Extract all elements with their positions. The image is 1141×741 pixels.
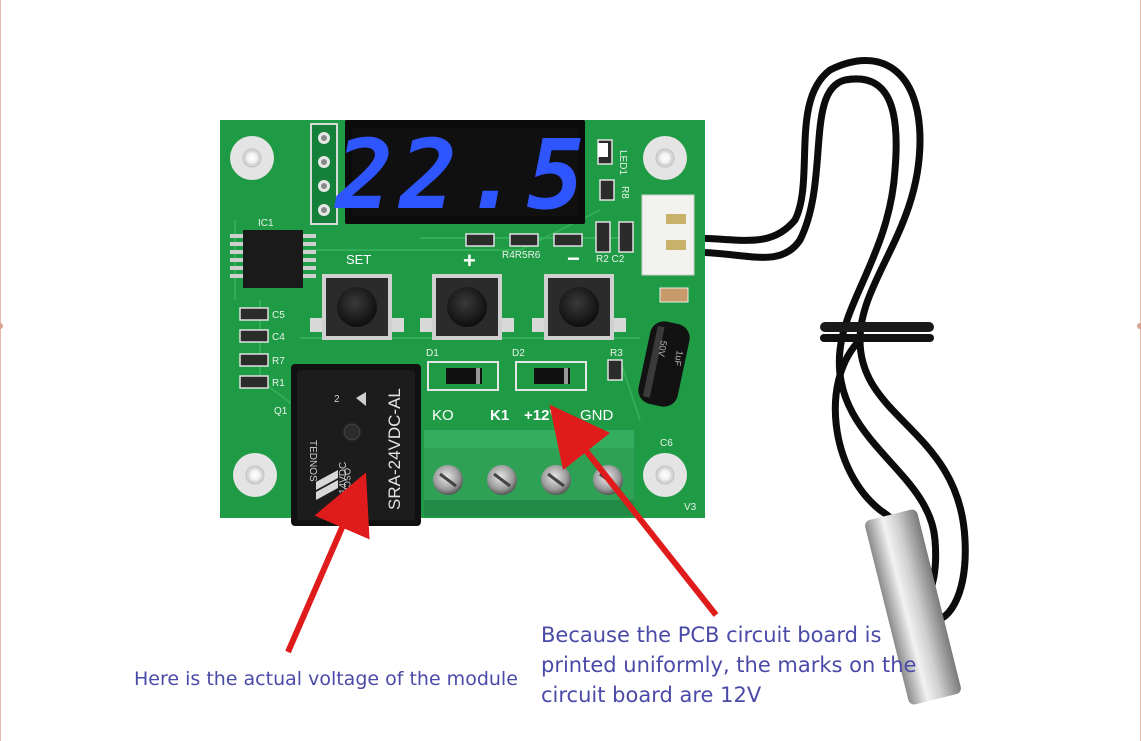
minus-button-label: − (567, 246, 580, 271)
mounting-hole-tr (643, 136, 687, 180)
mounting-hole-bl (233, 453, 277, 497)
cable-wire-a (686, 57, 969, 625)
label-r7: R7 (272, 356, 285, 367)
mounting-hole-tl (230, 136, 274, 180)
label-c6: C6 (660, 438, 673, 449)
label-led: LED1 (617, 150, 628, 175)
pcb-board: 22.5 IC1 (220, 119, 705, 526)
buttons: SET + − (310, 246, 626, 340)
label-r4r5r6: R4R5R6 (502, 250, 541, 261)
annotation-left-text: Here is the actual voltage of the module (134, 668, 518, 690)
relay-model-text: SRA-24VDC-AL (385, 388, 404, 510)
annotation-arrows (285, 404, 719, 654)
header-pins (310, 123, 338, 225)
screw-terminal-3[interactable] (541, 465, 571, 495)
electrolytic-capacitor: 50V 1uF (638, 321, 690, 407)
label-c4: C4 (272, 332, 285, 343)
minus-button[interactable] (532, 274, 626, 340)
relay-brand-text: TEDNOS (307, 440, 318, 482)
status-led (598, 143, 608, 157)
sensor-connector (641, 194, 695, 276)
set-button-label: SET (346, 252, 371, 267)
mounting-hole-br (643, 453, 687, 497)
mounting-holes (230, 136, 687, 497)
label-d1: D1 (426, 348, 439, 359)
label-v3: V3 (684, 502, 697, 513)
arrow-to-12v-label (549, 404, 719, 617)
relay-pin-text: 2 (334, 394, 340, 405)
cap-capacitance-text: 1uF (672, 350, 685, 368)
label-r3: R3 (610, 348, 623, 359)
relay-code-text: OSCM (342, 468, 352, 495)
terminal-label-gnd: GND (580, 407, 614, 424)
relay-cert-mark (356, 392, 366, 406)
seven-segment-display: 22.5 (333, 119, 590, 231)
left-edge-line (0, 0, 1, 741)
silkscreen-labels: C5 C4 R7 R1 Q1 R4R5R6 R2 C2 LED1 R8 D1 D… (272, 150, 697, 513)
display-readout: 22.5 (333, 119, 590, 231)
left-edge-dot (0, 323, 3, 329)
arrow-to-relay (285, 472, 370, 654)
label-r8: R8 (619, 186, 630, 199)
temperature-probe (865, 509, 961, 705)
cable-wire-b (686, 75, 940, 616)
label-c5: C5 (272, 310, 285, 321)
right-edge-dot (1137, 323, 1141, 329)
diodes (427, 361, 587, 391)
label-r2c2: R2 C2 (596, 254, 625, 265)
set-button[interactable] (310, 274, 404, 340)
cap-voltage-text: 50V (656, 340, 669, 358)
screw-terminal-1[interactable] (433, 465, 463, 495)
label-r1: R1 (272, 378, 285, 389)
plus-button-label: + (463, 248, 476, 273)
terminal-label-12v: +12V (524, 407, 559, 424)
ceramic-capacitor (659, 287, 689, 303)
screw-terminal-2[interactable] (487, 465, 517, 495)
terminal-label-k1: K1 (490, 407, 509, 424)
cable-band (820, 322, 934, 342)
ic-chip: IC1 (230, 218, 316, 288)
annotation-right-text: Because the PCB circuit board is printed… (541, 623, 917, 707)
terminal-label-ko: KO (432, 407, 454, 424)
label-d2: D2 (512, 348, 525, 359)
plus-button[interactable] (420, 274, 514, 340)
ic-label: IC1 (258, 218, 274, 229)
label-q1: Q1 (274, 406, 288, 417)
